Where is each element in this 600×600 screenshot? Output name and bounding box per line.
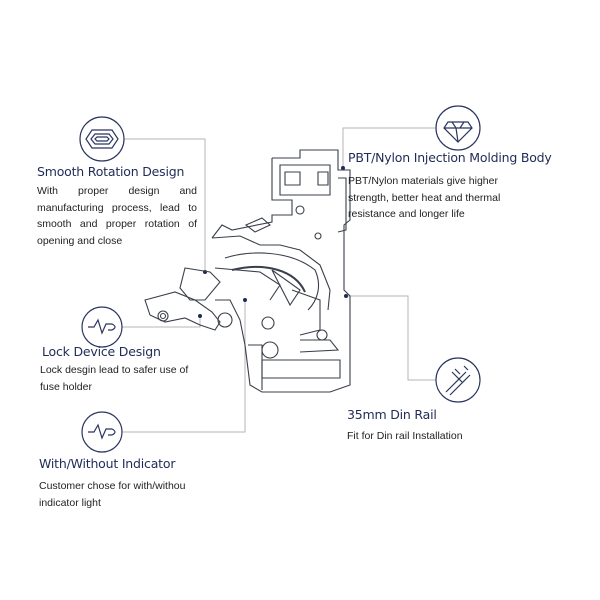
signal-wave-icon [81, 411, 123, 453]
fuse-holder-drawing [144, 149, 351, 393]
din-rail-icon [435, 357, 481, 403]
feature-title-lock-device: Lock Device Design [42, 344, 161, 359]
feature-text-lock-device: Lock desgin lead to safer use of fuse ho… [40, 364, 189, 393]
feature-title-din-rail: 35mm Din Rail [347, 407, 437, 422]
leader-smooth-rotation [124, 138, 206, 272]
feature-text-smooth-rotation: With proper design and manufacturing pro… [37, 185, 197, 247]
leader-lock-device [122, 316, 201, 328]
signal-wave-icon [81, 306, 123, 348]
feature-title-indicator: With/Without Indicator [39, 456, 176, 471]
diamond-icon [435, 105, 481, 151]
leader-din-rail [346, 295, 436, 381]
feature-title-pbt-nylon: PBT/Nylon Injection Molding Body [348, 150, 552, 165]
leader-pbt-nylon [342, 127, 436, 168]
feature-text-din-rail: Fit for Din rail Installation [347, 430, 463, 442]
feature-text-pbt-nylon: PBT/Nylon materials give higher strength… [348, 175, 501, 220]
hexagon-rotation-icon [79, 116, 125, 162]
feature-text-indicator: Customer chose for with/withou indicator… [39, 480, 186, 509]
feature-title-smooth-rotation: Smooth Rotation Design [37, 164, 185, 179]
